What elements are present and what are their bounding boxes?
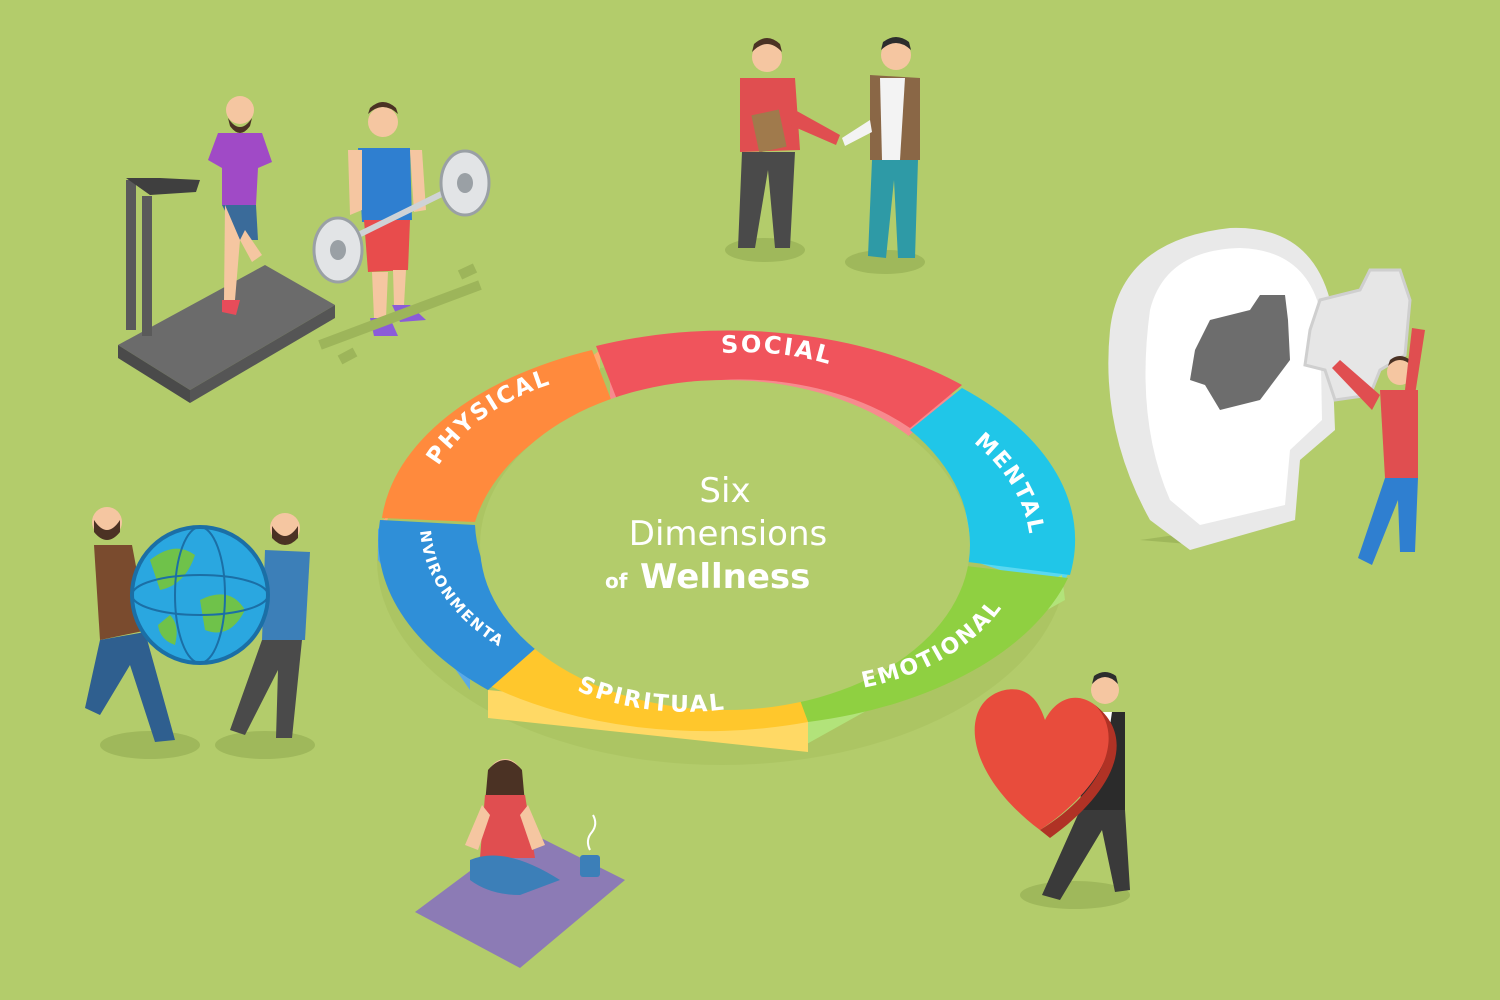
title-word-wellness: Wellness [640, 557, 810, 597]
segment-environmental [378, 520, 545, 690]
segment-mental [910, 388, 1076, 575]
meditation-on-mat-icon [415, 759, 625, 968]
wellness-ring [377, 330, 1076, 765]
treadmill-and-barbell-icon [118, 96, 491, 403]
man-carrying-heart-icon [974, 672, 1130, 909]
people-carrying-globe-icon [85, 507, 315, 759]
segment-social [596, 330, 962, 428]
segment-emotional [792, 566, 1068, 722]
handshake-icon [725, 37, 925, 274]
title-line-dimensions: Dimensions [629, 514, 827, 554]
segment-physical [382, 350, 612, 522]
head-puzzle-icon [1108, 227, 1425, 565]
title-line-six: Six [699, 471, 750, 511]
title-word-of: of [605, 569, 628, 593]
